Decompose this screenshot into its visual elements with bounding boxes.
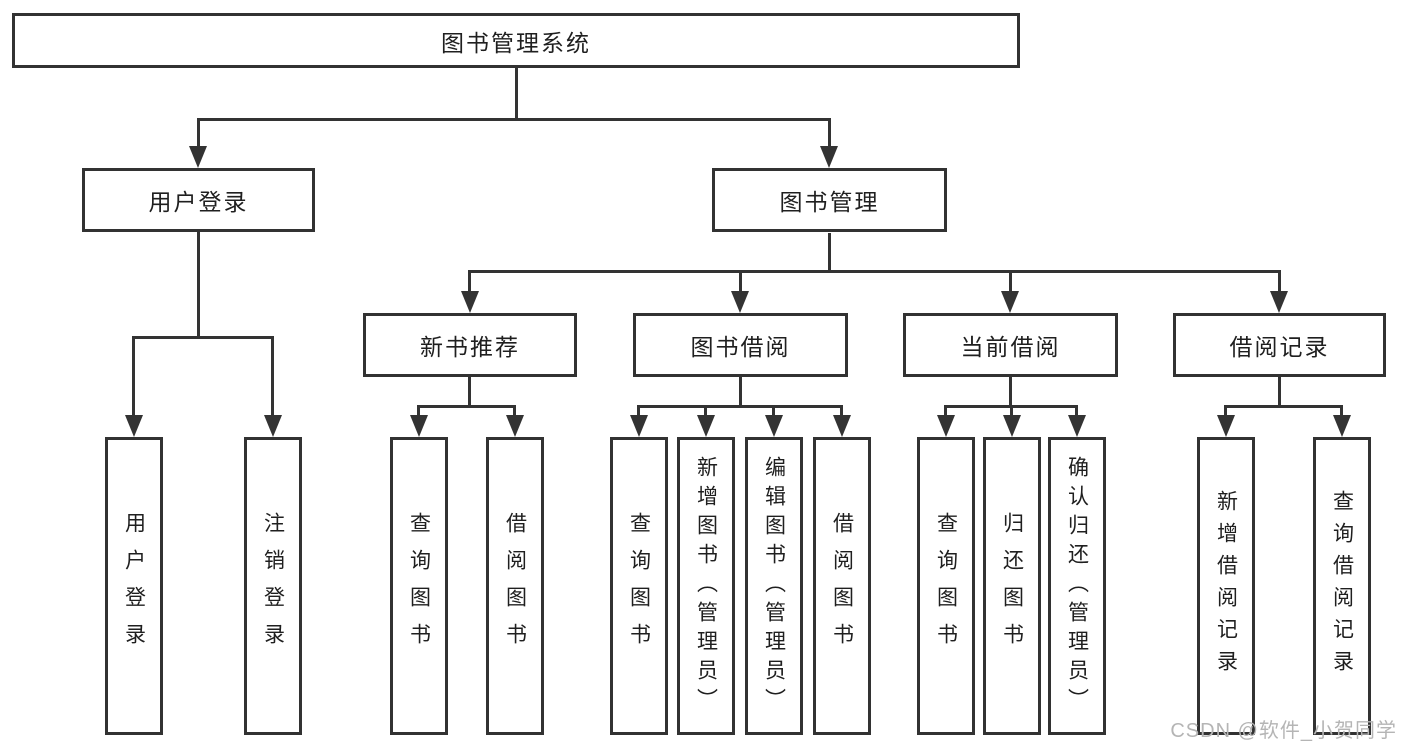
- connector-group1-rail: [132, 336, 274, 339]
- arrow-down-icon: [731, 291, 749, 313]
- node-borrow-record: 借阅记录: [1173, 313, 1386, 377]
- arrow-down-icon: [461, 291, 479, 313]
- connector-leaf-stem: [1010, 405, 1013, 415]
- connector-leaf-stem: [271, 336, 274, 415]
- arrow-down-icon: [264, 415, 282, 437]
- arrow-down-icon: [1333, 415, 1351, 437]
- node-user-login-label: 用户登录: [148, 189, 249, 215]
- arrow-down-icon: [820, 146, 838, 168]
- leaf-bb-borrow-book: 借阅图书: [813, 437, 871, 735]
- leaf-bb-query-book-label: 查询图书: [627, 512, 651, 660]
- connector-leaf-stem: [132, 336, 135, 415]
- leaf-cb-return-book-label: 归还图书: [1000, 512, 1024, 660]
- connector-group5-rail: [1224, 405, 1343, 408]
- leaf-cb-query-book: 查询图书: [917, 437, 975, 735]
- connector-new-book-rec-stem: [468, 270, 471, 292]
- node-borrow-record-label: 借阅记录: [1229, 334, 1330, 360]
- node-user-login: 用户登录: [82, 168, 315, 232]
- arrow-down-icon: [1003, 415, 1021, 437]
- arrow-down-icon: [410, 415, 428, 437]
- leaf-bb-edit-book-label: 编辑图书（管理员）: [762, 455, 786, 717]
- connector-leaf-stem: [1224, 405, 1227, 415]
- arrow-down-icon: [1068, 415, 1086, 437]
- leaf-bb-add-book: 新增图书（管理员）: [677, 437, 735, 735]
- arrow-down-icon: [937, 415, 955, 437]
- connector-book-mgmt-stem: [828, 118, 831, 146]
- leaf-br-query-record-label: 查询借阅记录: [1330, 490, 1354, 682]
- arrow-down-icon: [833, 415, 851, 437]
- node-book-borrow-label: 图书借阅: [690, 334, 791, 360]
- node-root-label: 图书管理系统: [441, 29, 591, 56]
- connector-leaf-stem: [1075, 405, 1078, 415]
- leaf-cb-query-book-label: 查询图书: [934, 512, 958, 660]
- connector-leaf-stem: [840, 405, 843, 415]
- connector-user-login-down: [197, 232, 200, 338]
- connector-level2-rail: [197, 118, 831, 121]
- connector-leaf-stem: [513, 405, 516, 415]
- leaf-logout-label: 注销登录: [261, 512, 285, 660]
- csdn-watermark: CSDN @软件_小贺同学: [1170, 720, 1397, 742]
- arrow-down-icon: [697, 415, 715, 437]
- connector-book-mgmt-down: [828, 233, 831, 272]
- connector-book-borrow-stem: [739, 270, 742, 292]
- arrow-down-icon: [630, 415, 648, 437]
- leaf-bb-borrow-book-label: 借阅图书: [830, 512, 854, 660]
- arrow-down-icon: [1001, 291, 1019, 313]
- node-current-borrow: 当前借阅: [903, 313, 1118, 377]
- leaf-br-query-record: 查询借阅记录: [1313, 437, 1371, 735]
- leaf-rec-borrow-book-label: 借阅图书: [503, 512, 527, 660]
- arrow-down-icon: [765, 415, 783, 437]
- leaf-br-add-record: 新增借阅记录: [1197, 437, 1255, 735]
- node-book-borrow: 图书借阅: [633, 313, 848, 377]
- connector-root-stem: [515, 68, 518, 120]
- connector-leaf-stem: [772, 405, 775, 415]
- leaf-bb-edit-book: 编辑图书（管理员）: [745, 437, 803, 735]
- leaf-bb-query-book: 查询图书: [610, 437, 668, 735]
- connector-current-borrow-stem: [1009, 270, 1012, 292]
- leaf-br-add-record-label: 新增借阅记录: [1214, 490, 1238, 682]
- leaf-rec-borrow-book: 借阅图书: [486, 437, 544, 735]
- leaf-bb-add-book-label: 新增图书（管理员）: [694, 455, 718, 717]
- connector-leaf-stem: [704, 405, 707, 415]
- node-current-borrow-label: 当前借阅: [960, 334, 1061, 360]
- leaf-rec-query-book: 查询图书: [390, 437, 448, 735]
- node-root: 图书管理系统: [12, 13, 1020, 68]
- arrow-down-icon: [506, 415, 524, 437]
- connector-borrow-record-down: [1278, 377, 1281, 407]
- connector-group2-rail: [417, 405, 516, 408]
- connector-current-borrow-down: [1009, 377, 1012, 407]
- arrow-down-icon: [1270, 291, 1288, 313]
- connector-book-borrow-down: [739, 377, 742, 407]
- connector-leaf-stem: [637, 405, 640, 415]
- node-new-book-rec-label: 新书推荐: [420, 334, 520, 360]
- node-new-book-rec: 新书推荐: [363, 313, 577, 377]
- connector-user-login-stem: [197, 118, 200, 146]
- arrow-down-icon: [125, 415, 143, 437]
- node-book-mgmt: 图书管理: [712, 168, 947, 232]
- leaf-rec-query-book-label: 查询图书: [407, 512, 431, 660]
- connector-new-book-rec-down: [468, 377, 471, 407]
- connector-group3-rail: [637, 405, 843, 408]
- connector-leaf-stem: [417, 405, 420, 415]
- connector-level3-rail: [468, 270, 1281, 273]
- leaf-cb-confirm-return-label: 确认归还（管理员）: [1065, 455, 1089, 717]
- node-book-mgmt-label: 图书管理: [779, 189, 880, 215]
- connector-leaf-stem: [1340, 405, 1343, 415]
- leaf-cb-return-book: 归还图书: [983, 437, 1041, 735]
- leaf-user-login-label: 用户登录: [122, 512, 146, 660]
- arrow-down-icon: [1217, 415, 1235, 437]
- arrow-down-icon: [189, 146, 207, 168]
- leaf-logout: 注销登录: [244, 437, 302, 735]
- leaf-user-login: 用户登录: [105, 437, 163, 735]
- connector-borrow-record-stem: [1278, 270, 1281, 292]
- connector-leaf-stem: [944, 405, 947, 415]
- leaf-cb-confirm-return: 确认归还（管理员）: [1048, 437, 1106, 735]
